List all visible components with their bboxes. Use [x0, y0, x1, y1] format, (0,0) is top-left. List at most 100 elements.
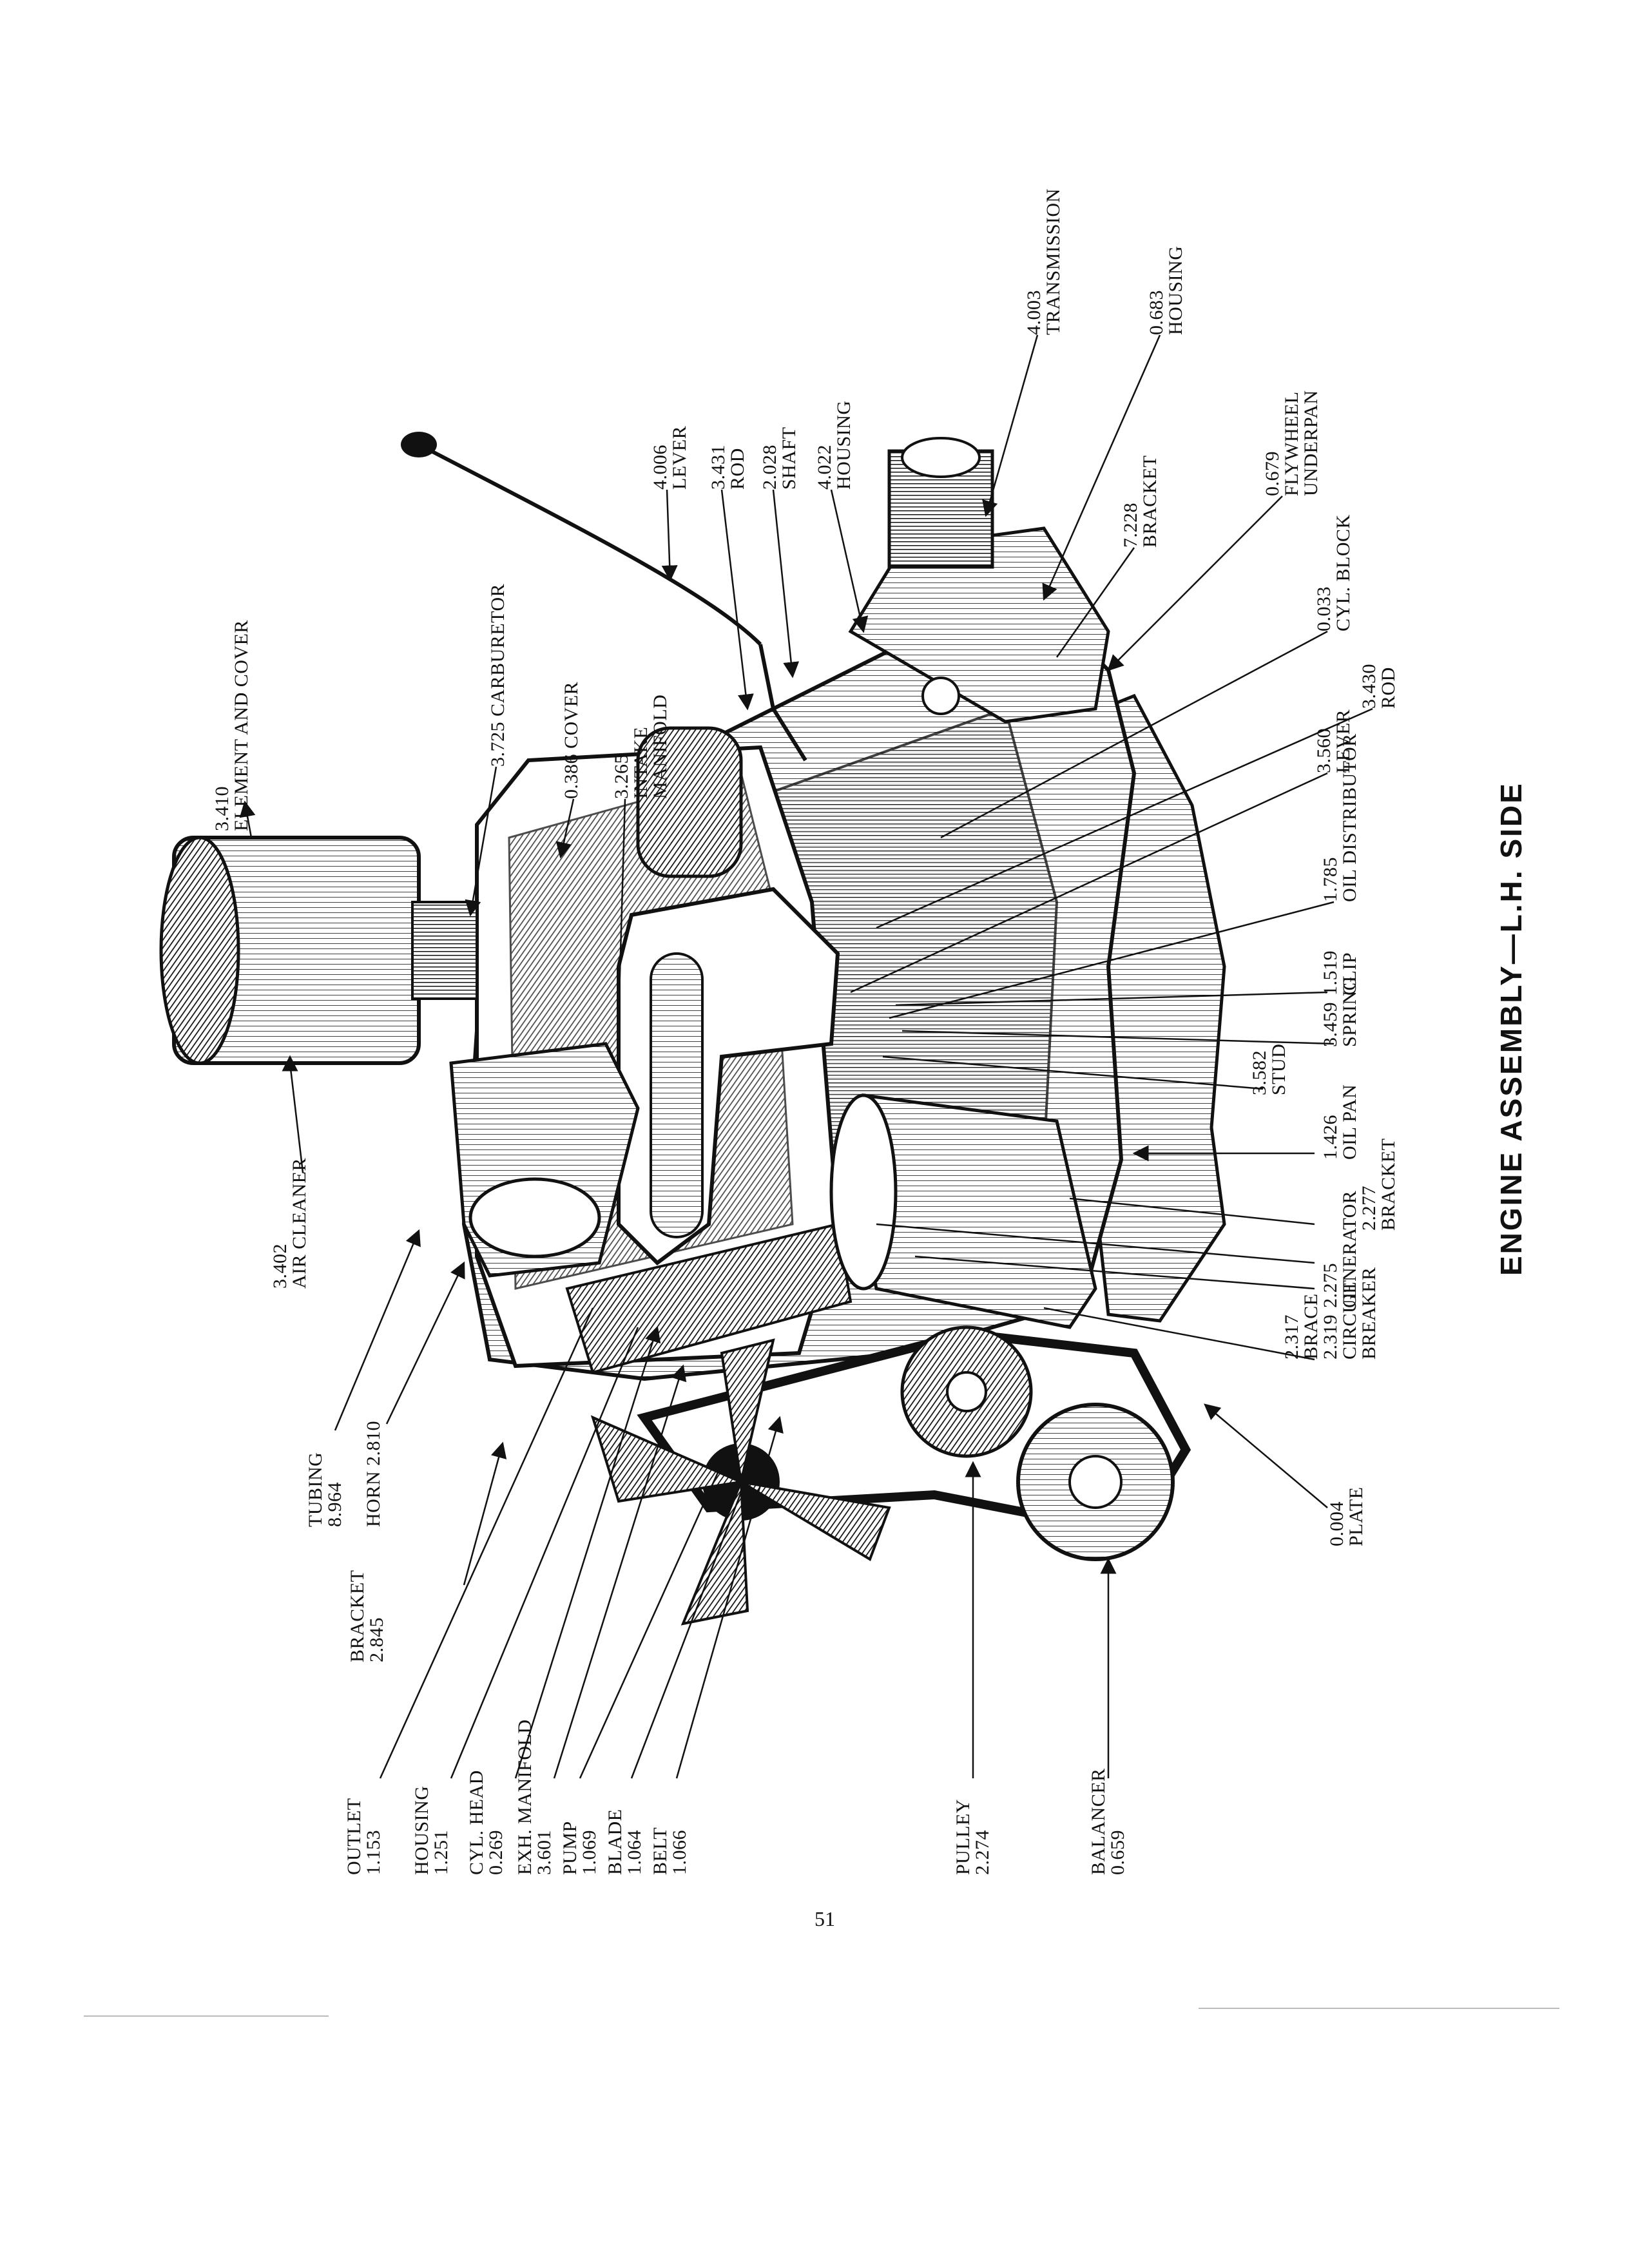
exhaust-manifold-shape: [565, 1222, 853, 1374]
callout-plate: 0.004 PLATE: [1326, 1487, 1367, 1547]
callout-cover: 0.386 COVER: [561, 681, 582, 799]
callout-balancer: BALANCER 0.659: [1088, 1768, 1128, 1875]
part-name: BREAKER: [1358, 1267, 1380, 1360]
callout-blade: BLADE 1.064: [604, 1809, 645, 1876]
callout-cyl-block: 0.033 CYL. BLOCK: [1313, 514, 1354, 631]
part-name: STUD: [1268, 1043, 1289, 1095]
part-name: SHAFT: [778, 427, 800, 490]
callout-transmission: 4.003 TRANSMISSION: [1023, 188, 1064, 335]
part-number: 3.459: [1320, 1002, 1341, 1047]
part-label: 0.386 COVER: [561, 681, 582, 799]
part-number: 1.069: [579, 1830, 600, 1875]
part-name: HOUSING: [411, 1785, 432, 1876]
callout-tubing: TUBING 8.964: [305, 1452, 345, 1527]
part-number: 0.033: [1313, 586, 1335, 631]
callout-bracket-7228: 7.228 BRACKET: [1120, 455, 1161, 548]
callout-rod-3430: 3.430 ROD: [1358, 664, 1399, 709]
callout-rod-3431: 3.431 ROD: [708, 445, 748, 490]
part-number: 2.277: [1358, 1186, 1380, 1231]
part-name: ROD: [1378, 667, 1399, 709]
leader-lines: [239, 334, 1373, 1779]
part-name: HOUSING: [1165, 245, 1186, 336]
callout-housing-4022: 4.022 HOUSING: [814, 400, 854, 490]
part-number: 0.269: [485, 1830, 506, 1875]
callout-spring: 3.459 SPRING: [1320, 976, 1360, 1047]
part-number: 2.274: [972, 1830, 993, 1875]
part-name: PUMP: [559, 1821, 581, 1875]
part-number: 4.006: [650, 445, 671, 490]
part-label: HORN 2.810: [363, 1420, 384, 1527]
part-name: CIRCUIT: [1339, 1280, 1360, 1360]
part-name: BRACE: [1300, 1293, 1322, 1360]
scan-artifact: [84, 2015, 329, 2017]
part-number: 0.004: [1326, 1501, 1347, 1546]
part-number: 7.228: [1120, 503, 1141, 548]
callout-outlet: OUTLET 1.153: [343, 1798, 384, 1875]
part-number: 2.845: [366, 1617, 387, 1662]
callout-housing-1251: HOUSING 1.251: [411, 1785, 452, 1876]
part-name: MANIFOLD: [650, 694, 671, 799]
part-number: 3.402: [269, 1244, 291, 1289]
part-number: 3.265: [611, 754, 632, 799]
callout-brace: 2.317 BRACE: [1281, 1293, 1322, 1360]
part-number: 1.426: [1320, 1115, 1341, 1160]
callout-air-cleaner: 3.402 AIR CLEANER: [269, 1158, 310, 1289]
part-label: 3.725 CARBURETOR: [487, 583, 508, 767]
part-name: OUTLET: [343, 1798, 365, 1875]
part-name: TUBING: [305, 1452, 326, 1527]
part-number: 2.028: [759, 445, 780, 490]
part-number: 0.659: [1107, 1830, 1128, 1875]
part-name: BALANCER: [1088, 1768, 1109, 1875]
part-name: INTAKE: [630, 726, 651, 799]
part-name: SPRING: [1339, 976, 1360, 1047]
figure-title: ENGINE ASSEMBLY—L.H. SIDE: [1494, 782, 1528, 1276]
part-number: 3.601: [534, 1830, 555, 1875]
part-name: OIL PAN: [1339, 1084, 1360, 1160]
callout-bracket-2845: BRACKET 2.845: [347, 1570, 387, 1662]
part-name: PULLEY: [952, 1799, 974, 1875]
callout-oil-distributor: 1.785 OIL DISTRIBUTOR: [1320, 733, 1360, 902]
part-name: CYL. HEAD: [466, 1770, 487, 1875]
callout-exh-manifold: EXH. MANIFOLD 3.601: [514, 1720, 555, 1876]
part-number: 3.430: [1358, 664, 1380, 709]
page-number: 51: [815, 1907, 835, 1930]
part-name: UNDERPAN: [1300, 390, 1322, 496]
part-name: BRACKET: [347, 1570, 368, 1662]
callout-carburetor: 3.725 CARBURETOR: [487, 583, 508, 767]
callout-flywheel-housing: 0.683 HOUSING: [1146, 245, 1186, 336]
part-number: 1.066: [669, 1830, 690, 1875]
scan-artifact: [1199, 2008, 1559, 2009]
part-name: ELEMENT AND COVER: [231, 620, 252, 831]
part-name: OIL DISTRIBUTOR: [1339, 733, 1360, 902]
part-number: 2.319: [1320, 1314, 1341, 1360]
callout-element-and-cover: 3.410 ELEMENT AND COVER: [211, 620, 252, 831]
callout-bracket-2277: 2.277 BRACKET: [1358, 1138, 1399, 1231]
callout-oil-pan: 1.426 OIL PAN: [1320, 1084, 1360, 1160]
part-name: AIR CLEANER: [289, 1158, 310, 1289]
distributor-shape: [636, 726, 743, 878]
part-number: 2.317: [1281, 1314, 1302, 1360]
fan-belt-shape: [590, 1325, 1191, 1626]
callout-pulley: PULLEY 2.274: [952, 1799, 993, 1875]
part-name: FLYWHEEL: [1281, 391, 1302, 496]
part-name: ROD: [727, 448, 748, 490]
part-number: 1.153: [363, 1830, 384, 1875]
part-number: 8.964: [324, 1482, 345, 1527]
callout-stud: 3.582 STUD: [1249, 1043, 1289, 1095]
part-number: 3.431: [708, 445, 729, 490]
callout-shaft: 2.028 SHAFT: [759, 427, 800, 490]
transmission-shape: [848, 437, 1110, 724]
part-number: 1.251: [430, 1830, 452, 1875]
callout-lever-4006: 4.006 LEVER: [650, 426, 690, 490]
dipstick-shape: [401, 432, 807, 762]
part-name: BELT: [650, 1827, 671, 1875]
part-number: 1.064: [624, 1830, 645, 1875]
part-name: TRANSMISSION: [1043, 188, 1064, 335]
part-number: 4.003: [1023, 290, 1045, 335]
part-name: HOUSING: [833, 400, 854, 490]
part-number: 0.683: [1146, 290, 1167, 335]
callout-cyl-head: CYL. HEAD 0.269: [466, 1770, 506, 1875]
part-name: BRACKET: [1139, 455, 1161, 548]
